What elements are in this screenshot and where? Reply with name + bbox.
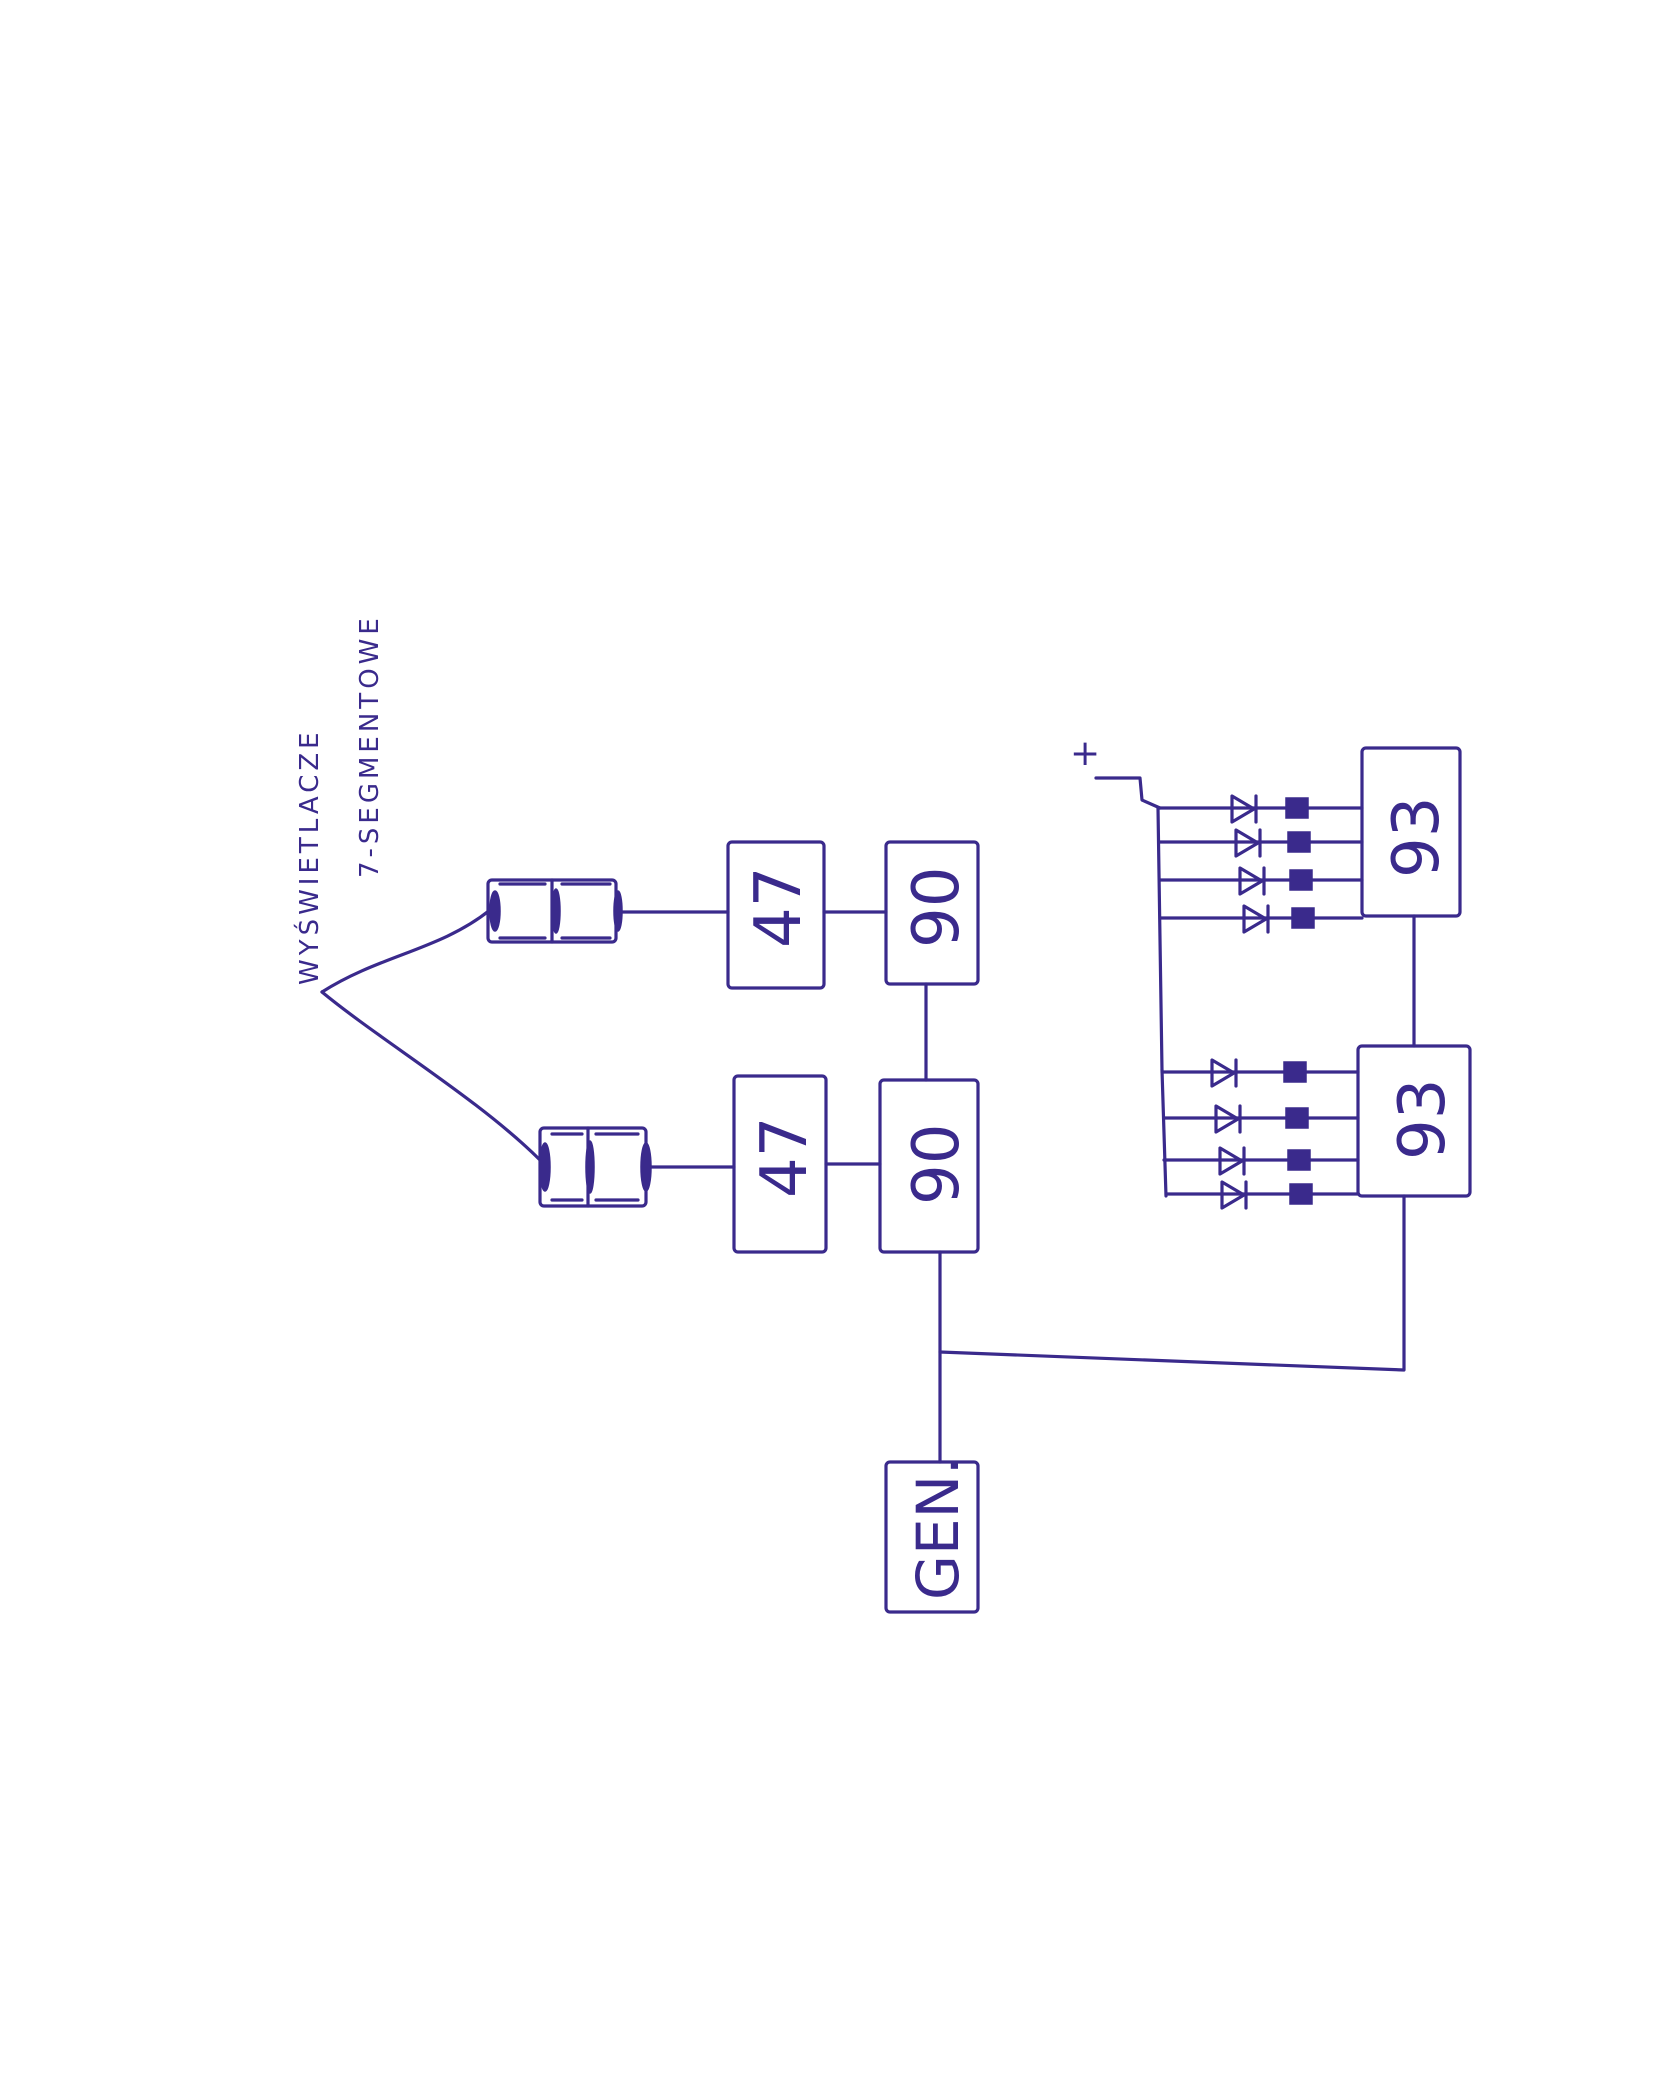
led-row [1158,904,1364,934]
seven-segment-display-left [538,1126,652,1208]
generator-label: GEN. [904,1457,972,1600]
signal-wires [614,910,1416,1464]
decoder-left: 47 [732,1074,828,1254]
counter-right: 90 [884,840,980,986]
led-row [1156,794,1364,824]
register-left: 93 [1356,1044,1472,1198]
annotation-leader-left [320,990,542,1162]
counter-left: 90 [878,1078,980,1254]
annotation-line-2: 7-SEGMENTOWE [355,614,385,878]
led-array-left [1160,1058,1360,1210]
decoder-right: 47 [726,840,826,990]
led-row [1158,828,1364,858]
led-row [1162,1104,1360,1134]
led-array-right: + [1070,733,1364,1072]
register-left-label: 93 [1386,1079,1460,1160]
seven-segment-display-right [486,878,623,944]
led-row [1164,1180,1360,1210]
decoder-right-label: 47 [742,867,816,948]
counter-right-label: 90 [900,867,974,948]
display-annotation: WYŚWIETLACZE 7-SEGMENTOWE [293,614,542,1162]
annotation-leader-right [320,908,492,994]
led-row [1160,1058,1360,1088]
register-right-label: 93 [1380,797,1454,878]
annotation-line-1: WYŚWIETLACZE [293,728,325,985]
decoder-left-label: 47 [748,1117,822,1198]
counter-left-label: 90 [900,1124,974,1205]
led-row [1162,1146,1360,1176]
supply-plus-label: + [1070,733,1100,774]
register-right: 93 [1360,746,1462,918]
generator-block: GEN. [884,1457,980,1614]
led-row [1158,866,1364,896]
